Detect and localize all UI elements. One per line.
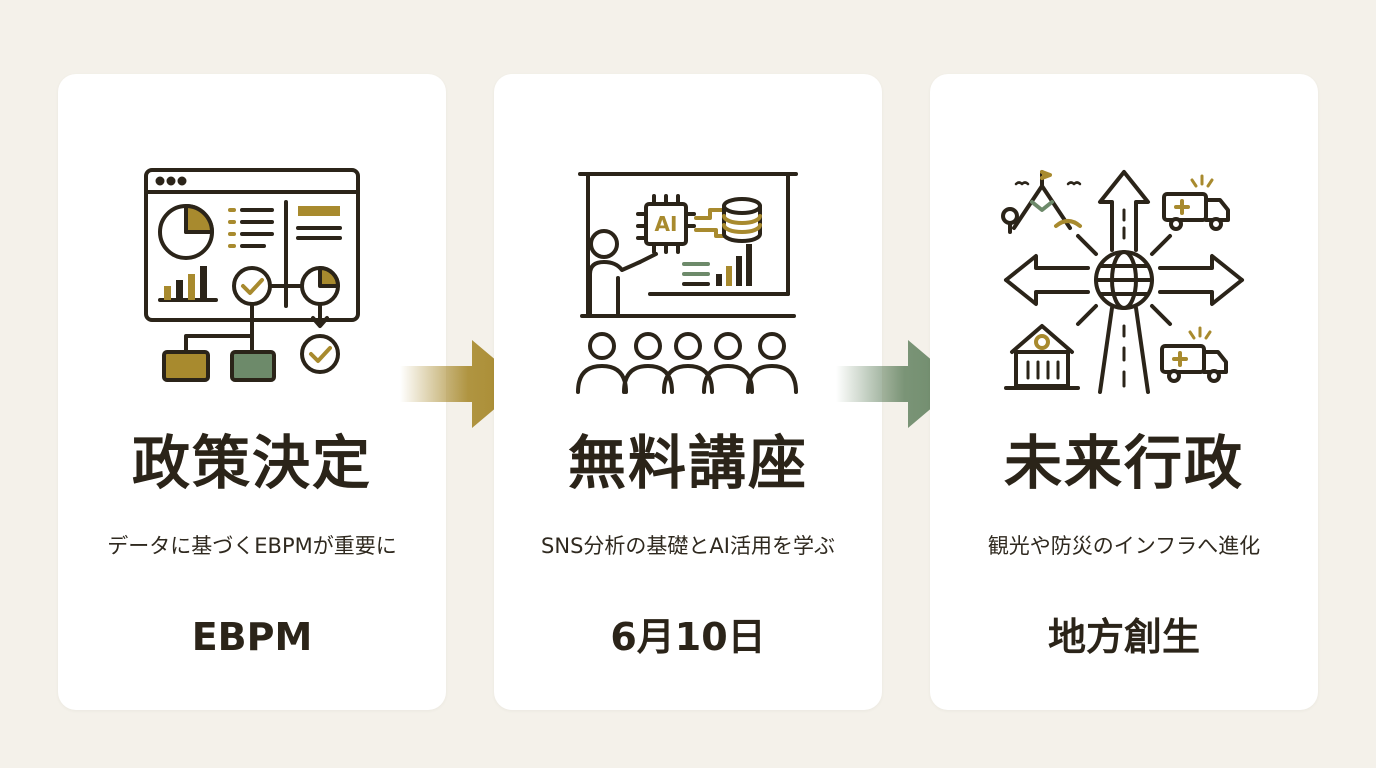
card-future-government: 未来行政 観光や防災のインフラへ進化 地方創生 bbox=[930, 74, 1318, 710]
ai-lecture-icon: AI bbox=[576, 172, 798, 394]
card-tag-label: 6月10日 bbox=[610, 615, 766, 659]
card-title: 未来行政 bbox=[1003, 429, 1244, 497]
card-policy-decision: 政策決定 データに基づくEBPMが重要に EBPM bbox=[58, 74, 446, 710]
card-subtitle: 観光や防災のインフラへ進化 bbox=[987, 534, 1261, 558]
card-tag-label: 地方創生 bbox=[1047, 615, 1200, 659]
card-free-course: AI 無料講座 SNS分析の基礎とAI活用を学ぶ 6月10日 bbox=[494, 74, 882, 710]
data-dashboard-icon bbox=[144, 168, 360, 382]
ai-chip-label: AI bbox=[655, 212, 678, 236]
green-arrow-icon bbox=[836, 340, 960, 428]
card-tag: 6月10日 bbox=[596, 615, 780, 668]
card-subtitle: データに基づくEBPMが重要に bbox=[107, 534, 397, 558]
card-title: 無料講座 bbox=[567, 429, 808, 497]
regional-infrastructure-icon bbox=[1001, 170, 1244, 394]
card-subtitle: SNS分析の基礎とAI活用を学ぶ bbox=[541, 534, 835, 558]
card-title: 政策決定 bbox=[131, 429, 372, 497]
gold-arrow-icon bbox=[400, 340, 524, 428]
card-tag-label: EBPM bbox=[191, 615, 313, 659]
card-tag: 地方創生 bbox=[1033, 615, 1215, 668]
card-tag: EBPM bbox=[177, 615, 327, 668]
